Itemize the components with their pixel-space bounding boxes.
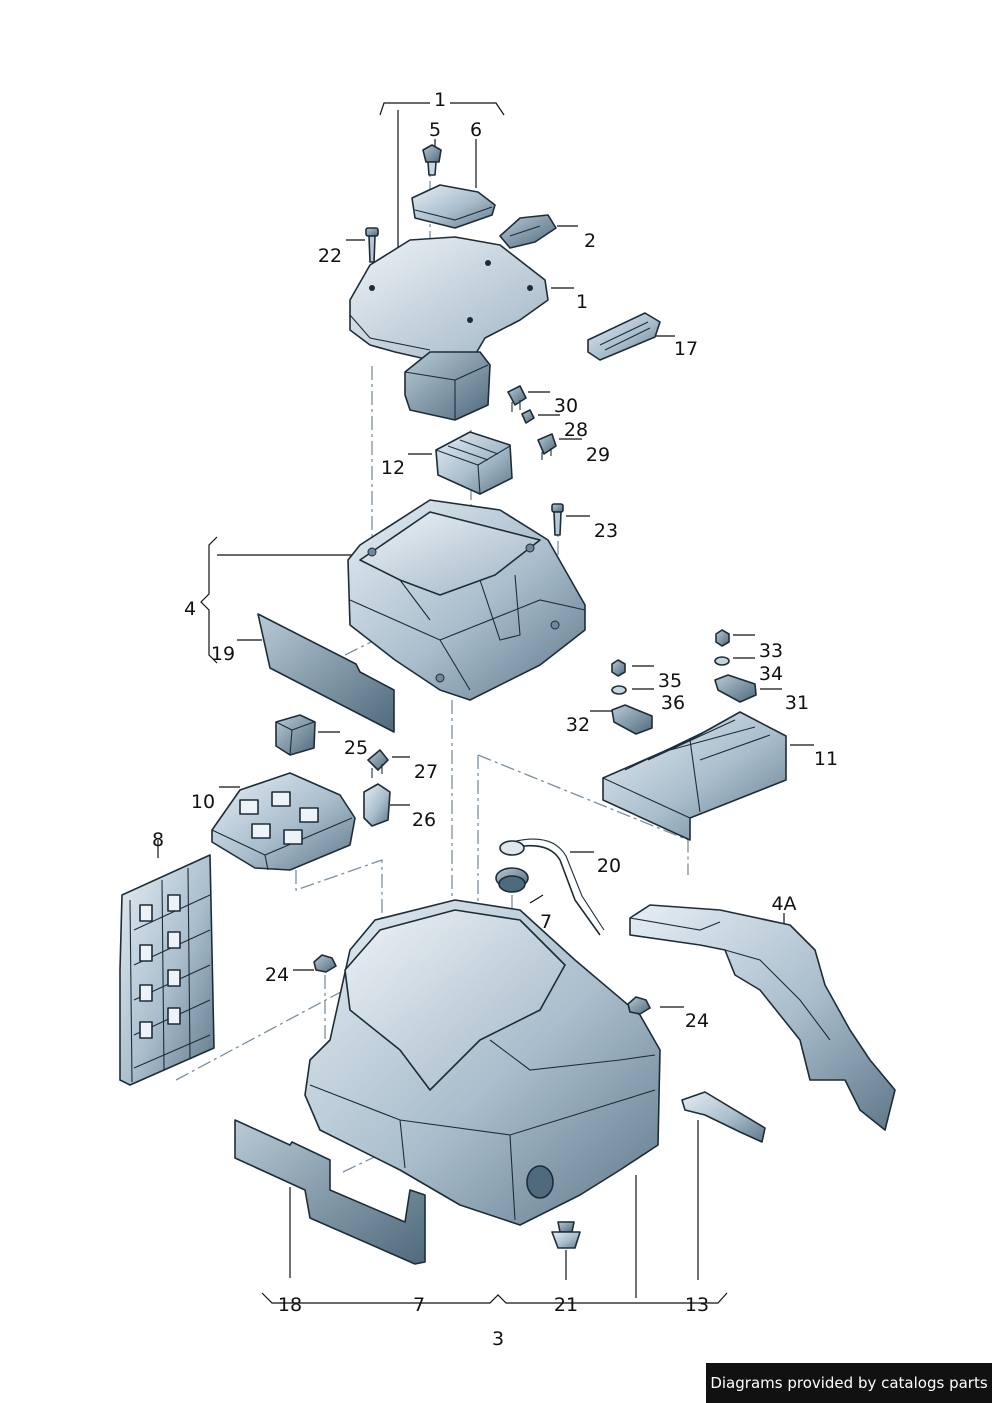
callout-24-right: 24 <box>685 1010 709 1032</box>
callout-35: 35 <box>658 670 682 692</box>
callout-22: 22 <box>318 245 342 267</box>
callout-6: 6 <box>470 119 482 141</box>
part-27-fuse <box>367 749 389 778</box>
callout-3: 3 <box>492 1328 504 1350</box>
part-2-clip <box>499 214 557 249</box>
part-19-foam-pad <box>257 613 395 733</box>
callout-4A: 4A <box>771 893 796 915</box>
callout-25: 25 <box>344 737 368 759</box>
part-7-grommet <box>495 867 529 893</box>
callout-10: 10 <box>191 791 215 813</box>
callout-11: 11 <box>814 748 838 770</box>
callout-4: 4 <box>184 598 196 620</box>
callout-33: 33 <box>759 640 783 662</box>
part-25-relay <box>275 714 316 756</box>
part-23-screw <box>551 503 564 536</box>
callout-1-top: 1 <box>434 89 446 111</box>
callout-19: 19 <box>211 643 235 665</box>
callout-1: 1 <box>576 291 588 313</box>
part-28-fuse <box>521 409 535 424</box>
part-31-terminal <box>714 674 757 703</box>
part-26-connector <box>363 783 391 827</box>
callout-36: 36 <box>661 692 685 714</box>
part-5-pin <box>422 144 442 176</box>
part-3-lower-housing <box>304 899 661 1226</box>
leader-lines <box>157 102 814 1304</box>
callout-23: 23 <box>594 520 618 542</box>
callout-30: 30 <box>554 395 578 417</box>
part-6-relay-carrier <box>411 184 496 229</box>
part-4-middle-housing <box>347 499 586 701</box>
part-24-nut-left <box>313 954 337 973</box>
callout-34: 34 <box>759 663 783 685</box>
part-35-nut <box>611 659 626 677</box>
callout-5: 5 <box>429 119 441 141</box>
callout-7-grommet: 7 <box>540 911 552 933</box>
callout-20: 20 <box>597 855 621 877</box>
callout-7-bottom: 7 <box>413 1294 425 1316</box>
part-11-terminal-carrier <box>602 711 787 841</box>
part-13-bracket <box>681 1091 766 1143</box>
part-33-nut <box>715 629 730 647</box>
part-4A-duct <box>629 904 896 1131</box>
part-21-clip <box>551 1221 581 1249</box>
part-34-washer <box>714 656 730 666</box>
credit-banner: Diagrams provided by catalogs parts <box>706 1363 992 1403</box>
callout-8: 8 <box>152 829 164 851</box>
callout-31: 31 <box>785 692 809 714</box>
callout-28: 28 <box>564 419 588 441</box>
callout-29: 29 <box>586 444 610 466</box>
part-20-cable <box>499 838 605 936</box>
callout-17: 17 <box>674 338 698 360</box>
part-24-nut-right <box>627 996 651 1015</box>
callout-24-left: 24 <box>265 964 289 986</box>
callout-13: 13 <box>685 1294 709 1316</box>
part-29-fuse <box>537 433 557 460</box>
part-18-pad <box>234 1119 426 1265</box>
part-1-upper-cover <box>349 236 549 421</box>
part-32-terminal <box>611 704 653 735</box>
callout-21: 21 <box>554 1294 578 1316</box>
callout-18: 18 <box>278 1294 302 1316</box>
callout-27: 27 <box>414 761 438 783</box>
callout-labels: 1 5 6 2 22 1 17 30 28 29 12 23 4 19 33 3… <box>152 89 838 1350</box>
callout-32: 32 <box>566 714 590 736</box>
part-12-fuse-holder <box>435 431 513 495</box>
part-8-fuse-carrier <box>119 854 215 1086</box>
callout-2: 2 <box>584 230 596 252</box>
callout-26: 26 <box>412 809 436 831</box>
callout-12: 12 <box>381 457 405 479</box>
part-22-screw <box>365 227 379 263</box>
part-30-fuse <box>507 385 527 412</box>
part-10-relay-plate <box>211 772 356 871</box>
part-36-washer <box>611 685 627 695</box>
part-17-fuse-strip <box>587 312 661 361</box>
